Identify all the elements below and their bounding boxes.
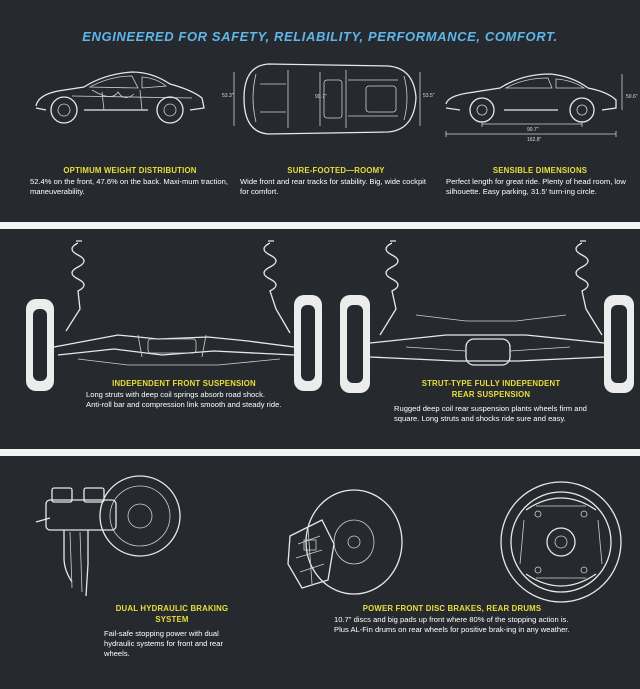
feature-sure-footed: SURE-FOOTED—ROOMY Wide front and rear tr… bbox=[240, 166, 432, 197]
headline: ENGINEERED FOR SAFETY, RELIABILITY, PERF… bbox=[82, 29, 558, 44]
rear-track-label: 53.5" bbox=[423, 93, 435, 99]
front-suspension-illustration bbox=[26, 240, 322, 391]
disc-brakes-title: POWER FRONT DISC BRAKES, REAR DRUMS bbox=[362, 604, 542, 613]
front-suspension-caption: INDEPENDENT FRONT SUSPENSION Long struts… bbox=[86, 379, 282, 410]
rear-suspension-title-line2: REAR SUSPENSION bbox=[451, 390, 531, 399]
wheelbase-label: 90.7" bbox=[527, 127, 539, 133]
front-suspension-body: Long struts with deep coil springs absor… bbox=[86, 390, 282, 409]
height-label: 50.6" bbox=[626, 94, 638, 100]
feature-weight-distribution: OPTIMUM WEIGHT DISTRIBUTION 52.4% on the… bbox=[30, 166, 230, 197]
feature-sensible-dimensions: SENSIBLE DIMENSIONS Perfect length for g… bbox=[446, 166, 634, 197]
car-dimensions-illustration bbox=[445, 73, 623, 137]
drum-brake-illustration bbox=[500, 481, 622, 603]
feature-title: SENSIBLE DIMENSIONS bbox=[492, 166, 588, 175]
dual-hydraulic-caption: DUAL HYDRAULIC BRAKING SYSTEM Fail-safe … bbox=[104, 604, 240, 659]
master-cylinder-illustration bbox=[35, 475, 181, 597]
front-suspension-title: INDEPENDENT FRONT SUSPENSION bbox=[112, 379, 256, 388]
rear-suspension-caption: STRUT-TYPE FULLY INDEPENDENT REAR SUSPEN… bbox=[394, 379, 588, 424]
car-side-illustration bbox=[35, 71, 205, 124]
center-wheelbase-label: 90.7" bbox=[315, 94, 327, 100]
disc-brakes-body: 10.7" discs and big pads up front where … bbox=[334, 615, 570, 634]
front-track-label: 53.3" bbox=[222, 93, 234, 99]
disc-brakes-caption: POWER FRONT DISC BRAKES, REAR DRUMS 10.7… bbox=[334, 604, 570, 635]
rear-suspension-illustration bbox=[340, 240, 634, 393]
panel-brakes: DUAL HYDRAULIC BRAKING SYSTEM Fail-safe … bbox=[0, 456, 640, 689]
feature-body: 52.4% on the front, 47.6% on the back. M… bbox=[30, 177, 228, 196]
car-top-illustration bbox=[233, 63, 421, 135]
feature-title: OPTIMUM WEIGHT DISTRIBUTION bbox=[63, 166, 197, 175]
feature-body: Wide front and rear tracks for stability… bbox=[240, 177, 426, 196]
panel-suspension: INDEPENDENT FRONT SUSPENSION Long struts… bbox=[0, 229, 640, 449]
rear-suspension-body: Rugged deep coil rear suspension plants … bbox=[394, 404, 587, 423]
disc-brake-illustration bbox=[287, 489, 403, 595]
feature-title: SURE-FOOTED—ROOMY bbox=[287, 166, 385, 175]
rear-suspension-title-line1: STRUT-TYPE FULLY INDEPENDENT bbox=[421, 379, 561, 388]
dual-hydraulic-title-line2: SYSTEM bbox=[155, 615, 189, 624]
panel-design: ENGINEERED FOR SAFETY, RELIABILITY, PERF… bbox=[0, 0, 640, 222]
length-label: 162.8" bbox=[527, 137, 542, 143]
dual-hydraulic-body: Fail-safe stopping power with dual hydra… bbox=[104, 629, 224, 658]
dual-hydraulic-title-line1: DUAL HYDRAULIC BRAKING bbox=[115, 604, 229, 613]
feature-body: Perfect length for great ride. Plenty of… bbox=[446, 177, 626, 196]
